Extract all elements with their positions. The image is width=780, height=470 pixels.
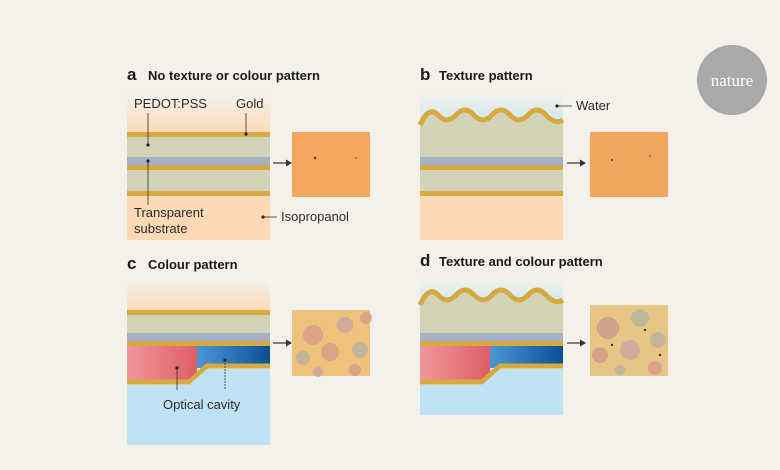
layer-stack [127, 132, 270, 196]
optical-cavity-stack [127, 310, 270, 445]
label-water: Water [576, 98, 611, 113]
panel-letter: c [127, 254, 136, 273]
panel-letter: a [127, 65, 137, 84]
panel-title: No texture or colour pattern [148, 68, 320, 83]
label-isopropanol: Isopropanol [281, 209, 349, 224]
nature-logo: nature [697, 45, 767, 115]
panel-title: Texture pattern [439, 68, 533, 83]
panel-title: Colour pattern [148, 257, 238, 272]
svg-text:nature: nature [711, 71, 753, 90]
label-optical-cavity: Optical cavity [163, 397, 241, 412]
micrograph-c [292, 310, 372, 377]
label-substrate-2: substrate [134, 221, 187, 236]
panel-title: Texture and colour pattern [439, 254, 603, 269]
panel-b: b Texture pattern Water [417, 65, 668, 240]
label-pedot: PEDOT:PSS [134, 96, 207, 111]
panel-d: d Texture and colour pattern [417, 251, 668, 415]
micrograph-d [590, 305, 668, 376]
panel-letter: b [420, 65, 430, 84]
micrograph-a [292, 132, 370, 197]
panel-c: c Colour pattern Optical cavity [127, 254, 372, 445]
panel-letter: d [420, 251, 430, 270]
panel-a: a No texture or colour pattern PEDOT:PSS… [127, 65, 370, 240]
label-gold: Gold [236, 96, 263, 111]
label-substrate-1: Transparent [134, 205, 204, 220]
micrograph-b [590, 132, 668, 197]
